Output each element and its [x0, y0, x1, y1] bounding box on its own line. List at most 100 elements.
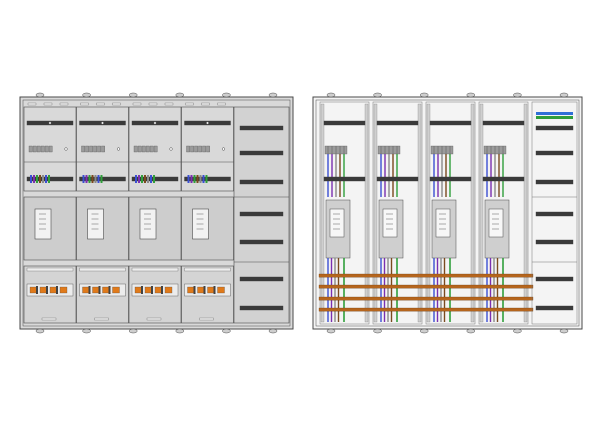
- terminal-block: [196, 175, 199, 183]
- mounting-nub: [268, 328, 278, 334]
- terminal-block: [33, 175, 35, 183]
- switch-handle: [203, 286, 206, 294]
- terminal-block: [190, 175, 193, 183]
- side-din-rail: [239, 211, 284, 217]
- terminal-block: [42, 175, 44, 183]
- field-label-tag: [146, 317, 162, 321]
- side-din-rail: [535, 125, 574, 131]
- terminal-rail: [429, 176, 472, 182]
- switch-handle: [36, 286, 38, 294]
- main-switch: [102, 286, 110, 294]
- field-label-tag: [132, 102, 142, 106]
- main-switch: [197, 286, 205, 294]
- circuit-breaker: [97, 145, 101, 153]
- main-switch: [154, 286, 163, 294]
- circuit-breaker: [137, 145, 142, 153]
- frame-post: [320, 103, 325, 323]
- terminal-block: [141, 175, 143, 183]
- main-switch: [39, 286, 48, 294]
- field-label-tag: [94, 317, 109, 321]
- switch-handle: [88, 286, 91, 294]
- meter-field-frame: [478, 101, 529, 325]
- switch-handle: [46, 286, 48, 294]
- electricity-meter: [435, 208, 451, 238]
- side-din-rail: [239, 305, 284, 311]
- frame-post: [426, 103, 431, 323]
- frame-post: [479, 103, 484, 323]
- side-din-rail: [535, 305, 574, 311]
- circuit-breaker: [101, 145, 105, 153]
- mounting-nub: [128, 92, 138, 98]
- mounting-nub: [373, 328, 382, 334]
- circuit-breaker: [40, 145, 45, 153]
- mounting-nub: [419, 328, 429, 334]
- mounting-nub: [513, 328, 522, 334]
- frame-post: [364, 103, 369, 323]
- field-label-tag: [185, 102, 194, 106]
- circuit-breaker: [133, 145, 138, 153]
- terminal-rail: [323, 176, 366, 182]
- mounting-nub: [466, 92, 476, 98]
- circuit-breaker: [85, 145, 89, 153]
- main-switch: [82, 286, 90, 294]
- rail-screw: [206, 121, 209, 125]
- field-label-tag: [201, 102, 210, 106]
- copper-busbar: [318, 307, 534, 312]
- main-switch: [59, 286, 68, 294]
- mounting-nub: [326, 328, 336, 334]
- main-switch: [187, 286, 195, 294]
- circuit-breaker: [93, 145, 97, 153]
- lower-label-strip: [184, 267, 231, 272]
- circuit-breaker: [44, 145, 49, 153]
- field-label-tag: [96, 102, 105, 106]
- copper-busbar: [318, 284, 534, 289]
- terminal-block: [138, 175, 140, 183]
- switch-handle: [56, 286, 58, 294]
- circuit-breaker: [149, 145, 154, 153]
- rail-screw: [169, 147, 173, 151]
- terminal-block: [187, 175, 190, 183]
- terminal-block: [94, 175, 97, 183]
- mounting-nub: [559, 92, 569, 98]
- enclosure-inner-frame: [22, 99, 291, 327]
- main-switch: [29, 286, 38, 294]
- switch-handle: [151, 286, 153, 294]
- din-rail: [429, 120, 472, 126]
- circuit-breaker: [153, 145, 158, 153]
- electricity-meter: [382, 208, 398, 238]
- switch-handle: [161, 286, 163, 294]
- neutral-terminal-strip: [536, 112, 573, 115]
- mounting-nub: [175, 92, 185, 98]
- terminal-block: [202, 175, 205, 183]
- circuit-breaker: [36, 145, 41, 153]
- field-label-tag: [148, 102, 158, 106]
- mounting-nub: [35, 92, 45, 98]
- circuit-breaker: [202, 145, 206, 153]
- earth-terminal-strip: [536, 116, 573, 119]
- side-din-rail: [239, 150, 284, 156]
- mounting-nub: [326, 92, 336, 98]
- rail-screw: [116, 147, 121, 151]
- electricity-meter: [329, 208, 345, 238]
- mounting-nub: [373, 92, 382, 98]
- mounting-nub: [175, 328, 185, 334]
- din-rail: [376, 120, 419, 126]
- side-din-rail: [239, 179, 284, 185]
- field-label-tag: [43, 102, 53, 106]
- switch-handle: [193, 286, 196, 294]
- terminal-block: [100, 175, 103, 183]
- circuit-breaker: [48, 145, 53, 153]
- terminal-block: [82, 175, 85, 183]
- field-label-tag: [217, 102, 226, 106]
- terminal-block: [147, 175, 149, 183]
- circuit-breaker: [206, 145, 210, 153]
- mounting-nub: [513, 92, 522, 98]
- terminal-block: [88, 175, 91, 183]
- meter-field-frame: [372, 101, 423, 325]
- circuit-breaker: [32, 145, 37, 153]
- terminal-rail: [376, 176, 419, 182]
- mounting-nub: [222, 92, 231, 98]
- main-switch: [217, 286, 225, 294]
